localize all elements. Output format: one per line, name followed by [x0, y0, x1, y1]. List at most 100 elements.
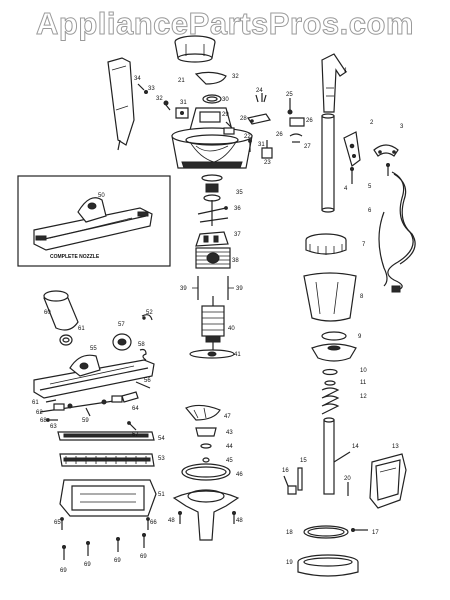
callout-56: 56	[144, 378, 151, 384]
callout-52: 52	[146, 310, 153, 316]
switch-contact-26	[289, 117, 305, 127]
clip-15	[297, 467, 303, 491]
gasket-45	[202, 457, 210, 463]
screw-22	[248, 139, 252, 152]
callout-67: 67	[132, 432, 139, 438]
callout-16: 16	[282, 468, 289, 474]
callout-69d: 69	[140, 554, 147, 560]
washer-11	[324, 380, 336, 386]
screw-4	[350, 167, 354, 184]
callout-27: 27	[304, 144, 311, 150]
callout-2: 2	[370, 120, 374, 126]
callout-12: 12	[360, 394, 367, 400]
switch-spring-24	[255, 93, 267, 103]
callout-68: 68	[40, 418, 47, 424]
switch-rocker	[223, 121, 235, 135]
switch-contact-25	[287, 98, 293, 115]
callout-36: 36	[234, 206, 241, 212]
bag-housing-13	[369, 453, 407, 509]
switch-lever-28	[247, 113, 271, 125]
fan-nut-43	[195, 427, 217, 437]
screw-17	[351, 528, 368, 532]
callout-15: 15	[300, 458, 307, 464]
callout-32b: 32	[156, 96, 163, 102]
wheel-57	[112, 333, 132, 351]
callout-labels: 32 21 30 34 33 32 31 29 24 28 25 26 26 2…	[32, 68, 404, 574]
callout-33: 33	[148, 86, 155, 92]
brushroll-54	[57, 431, 155, 441]
callout-9: 9	[358, 334, 362, 340]
callout-59: 59	[82, 418, 89, 424]
screw-69b	[86, 541, 90, 556]
callout-17: 17	[372, 530, 379, 536]
callout-40: 40	[228, 326, 235, 332]
latch-31	[175, 107, 189, 119]
callout-5: 5	[368, 184, 372, 190]
screw-69a	[62, 545, 66, 560]
callout-4: 4	[344, 186, 348, 192]
spring-58	[139, 348, 147, 361]
clip-52	[141, 314, 153, 321]
dust-bag-8	[303, 272, 357, 322]
callout-46: 46	[236, 472, 243, 478]
elbow-60	[43, 290, 79, 331]
callout-61b: 61	[32, 400, 39, 406]
callout-19: 19	[286, 560, 293, 566]
belt-18	[303, 525, 349, 539]
belt-46	[181, 463, 231, 481]
callout-66: 66	[150, 520, 157, 526]
screw-69d	[142, 533, 146, 548]
bumper-16	[283, 475, 297, 495]
callout-39b: 39	[236, 286, 243, 292]
retainer-ring	[202, 94, 222, 104]
fan-assembly	[201, 174, 223, 202]
belt-68	[46, 418, 58, 422]
bracket-64	[121, 391, 139, 403]
ring-61	[59, 334, 73, 346]
callout-60: 60	[44, 310, 51, 316]
field-coil	[195, 247, 231, 269]
bumper-59	[85, 407, 91, 417]
callout-10: 10	[360, 368, 367, 374]
callout-34: 34	[134, 76, 141, 82]
callout-11: 11	[360, 380, 367, 386]
wand-lower	[321, 113, 335, 213]
callout-32: 32	[232, 74, 239, 80]
callout-47: 47	[224, 414, 231, 420]
screw-69c	[116, 537, 120, 552]
callout-14: 14	[352, 444, 359, 450]
terminal-23	[261, 140, 273, 159]
callout-41: 41	[234, 352, 241, 358]
callout-53: 53	[158, 456, 165, 462]
screw-65a	[60, 517, 64, 530]
handle-screw	[137, 83, 148, 94]
callout-69b: 69	[84, 562, 91, 568]
brush-holder	[195, 231, 229, 247]
callout-29: 29	[222, 112, 229, 118]
screw-5	[386, 163, 390, 176]
callout-24: 24	[256, 88, 263, 94]
brush-strip-53	[59, 453, 155, 467]
bag-ring-7	[305, 233, 347, 255]
callout-18: 18	[286, 530, 293, 536]
callout-20: 20	[344, 476, 351, 482]
fan-47	[185, 404, 221, 421]
callout-31b: 31	[258, 142, 265, 148]
screw-62	[45, 399, 57, 403]
callout-30: 30	[222, 97, 229, 103]
callout-64: 64	[132, 406, 139, 412]
callout-65: 65	[54, 520, 61, 526]
callout-55: 55	[90, 346, 97, 352]
callout-63: 63	[50, 424, 57, 430]
callout-7: 7	[362, 242, 366, 248]
callout-3: 3	[400, 124, 404, 130]
base-ring-19	[297, 554, 359, 577]
cord-hook-2	[343, 131, 361, 168]
callout-43: 43	[226, 430, 233, 436]
callout-69a: 69	[60, 568, 67, 574]
callout-48b: 48	[236, 518, 243, 524]
callout-50: 50	[98, 193, 105, 199]
callout-22: 22	[244, 134, 251, 140]
callout-37: 37	[234, 232, 241, 238]
